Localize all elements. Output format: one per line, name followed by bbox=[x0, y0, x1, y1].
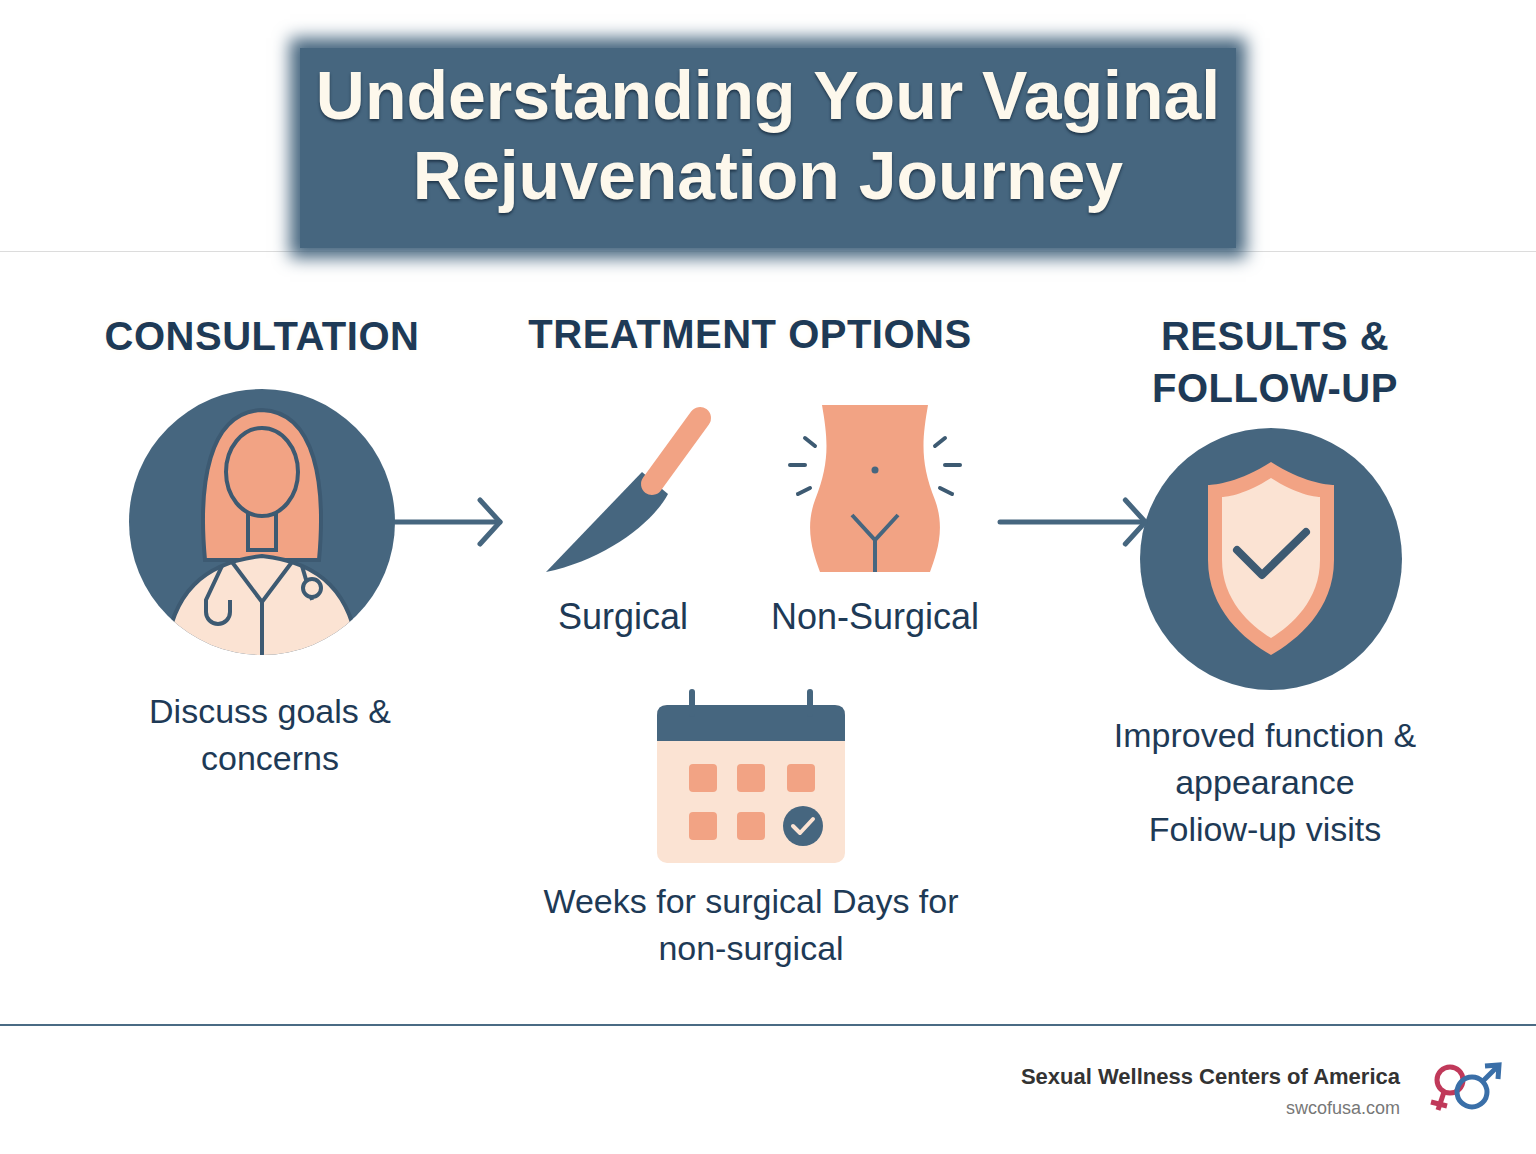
torso-icon-part bbox=[872, 467, 879, 474]
calendar-icon-part bbox=[657, 705, 845, 863]
option-label: Surgical bbox=[503, 595, 743, 639]
step-circle: RESULTS & FOLLOW-UPImproved function & a… bbox=[1140, 428, 1402, 690]
doctor-icon-part bbox=[226, 428, 298, 516]
gender-logo-part bbox=[1437, 1067, 1463, 1093]
scalpel-icon-part bbox=[652, 418, 700, 484]
torso-icon-part-part bbox=[945, 463, 960, 467]
shield-icon-part bbox=[1222, 478, 1320, 638]
arrow-shaft bbox=[1000, 520, 1145, 525]
circle-outline bbox=[129, 389, 395, 655]
scalpel-icon bbox=[546, 418, 700, 572]
torso-icon bbox=[790, 405, 960, 572]
torso-icon-part-part bbox=[790, 463, 805, 467]
calendar-icon-part bbox=[737, 764, 765, 792]
arrow-shaft bbox=[395, 520, 500, 525]
shield-icon-part bbox=[1208, 462, 1334, 655]
doctor-icon-part bbox=[302, 566, 312, 600]
gender-logo-part bbox=[1438, 1092, 1444, 1110]
flow-arrow bbox=[1000, 500, 1145, 544]
calendar-icon-part bbox=[783, 806, 823, 846]
divider-line bbox=[0, 251, 1536, 252]
gender-logo-part bbox=[1431, 1102, 1447, 1106]
circle-fill bbox=[129, 389, 395, 655]
step-text: Foliow-up visits bbox=[1085, 806, 1445, 853]
step-text: Weeks for surgical Days for non-surgical bbox=[541, 878, 961, 972]
circle-fill bbox=[1140, 428, 1402, 690]
recovery-icon: Weeks for surgical Days for non-surgical bbox=[655, 688, 847, 866]
torso-icon-part bbox=[810, 405, 940, 572]
shield-icon bbox=[1208, 462, 1334, 655]
step-heading: CONSULTATION bbox=[59, 310, 465, 362]
doctor-icon bbox=[165, 410, 359, 660]
calendar-icon bbox=[657, 692, 845, 863]
doctor-icon-part bbox=[248, 510, 276, 550]
flow-arrow bbox=[395, 500, 500, 544]
calendar-icon-part bbox=[737, 812, 765, 840]
doctor-icon-part bbox=[260, 600, 264, 660]
brand-name: Sexual Wellness Centers of America bbox=[900, 1064, 1400, 1090]
gender-logo bbox=[1431, 1065, 1499, 1110]
calendar-icon-part bbox=[689, 692, 695, 714]
torso-icon-part bbox=[790, 438, 960, 494]
brand-url: swcofusa.com bbox=[900, 1098, 1400, 1119]
arrow-head bbox=[1125, 500, 1145, 544]
calendar-icon-part bbox=[657, 705, 845, 741]
doctor-icon-part bbox=[232, 562, 292, 602]
doctor-icon-part bbox=[206, 566, 230, 624]
scalpel-icon-part bbox=[546, 472, 668, 572]
doctor-icon-part bbox=[203, 410, 321, 560]
option-icon: Non-Surgical bbox=[785, 400, 965, 575]
circle-outline bbox=[1140, 428, 1402, 690]
step-text: Discuss goals & concerns bbox=[130, 688, 410, 782]
torso-icon-part-part bbox=[935, 438, 945, 446]
divider-line bbox=[0, 1024, 1536, 1026]
torso-icon-part-part bbox=[940, 488, 952, 494]
option-icon: Surgical bbox=[535, 400, 710, 575]
step-heading: TREATMENT OPTIONS bbox=[500, 308, 1000, 360]
step-text: Improved function & appearance bbox=[1085, 712, 1445, 806]
torso-icon-part-part bbox=[805, 438, 815, 446]
step-group: TREATMENT OPTIONS Surgical Non-SurgicalWee… bbox=[500, 300, 1000, 980]
gender-logo-part bbox=[1483, 1067, 1497, 1081]
step-heading: RESULTS & FOLLOW-UP bbox=[1115, 310, 1435, 414]
gender-logo-part bbox=[1457, 1077, 1487, 1107]
arrow-head bbox=[480, 500, 500, 544]
calendar-icon-part bbox=[689, 812, 717, 840]
calendar-icon-part bbox=[793, 819, 813, 833]
calendar-icon-part bbox=[807, 692, 813, 714]
calendar-icon-part bbox=[787, 764, 815, 792]
doctor-icon-part bbox=[303, 579, 321, 597]
torso-icon-part bbox=[852, 515, 898, 572]
calendar-icon-part bbox=[689, 764, 717, 792]
option-label: Non-Surgical bbox=[745, 595, 1005, 639]
shield-icon-part bbox=[1237, 532, 1306, 575]
step-circle: CONSULTATIONDiscuss goals & concerns bbox=[129, 389, 395, 655]
diagram-title: Understanding Your Vaginal Rejuvenation … bbox=[268, 55, 1268, 215]
gender-logo-part bbox=[1485, 1065, 1499, 1079]
torso-icon-part-part bbox=[798, 488, 810, 494]
doctor-icon-part bbox=[165, 556, 359, 660]
